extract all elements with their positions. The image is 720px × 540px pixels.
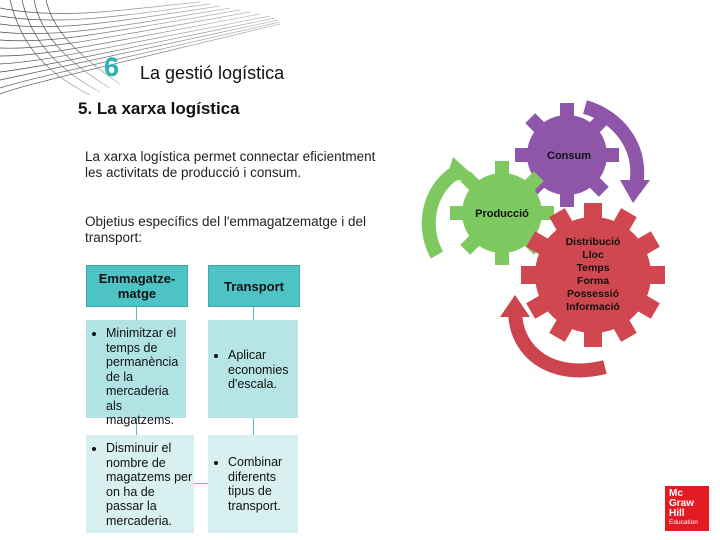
connector-line xyxy=(136,418,137,435)
storage-item-1: Minimitzar el temps de permanència de la… xyxy=(106,326,186,428)
intro-paragraph: La xarxa logística permet connectar efic… xyxy=(85,149,376,180)
distribucio-gear: Distribució Lloc Temps Forma Possessió I… xyxy=(521,203,665,347)
informacio-label: Informació xyxy=(566,301,620,313)
transport-header: Transport xyxy=(208,265,300,307)
transport-item-2: Combinar diferents tipus de transport. xyxy=(228,455,298,513)
connector-line xyxy=(136,305,137,320)
produccio-label: Producció xyxy=(475,208,529,220)
decorative-wave-pattern xyxy=(0,0,280,96)
forma-label: Forma xyxy=(577,275,609,287)
chapter-title: La gestió logística xyxy=(140,63,285,83)
purple-cycle-arrow xyxy=(582,100,645,192)
logistics-cycle-diagram: Consum Producció xyxy=(421,100,665,378)
purple-arrowhead-icon xyxy=(620,180,650,203)
objectives-paragraph: Objetius específics del l'emmagatzematge… xyxy=(85,214,366,245)
section-title: 5. La xarxa logística xyxy=(78,99,240,118)
logo-line1: Mc xyxy=(669,488,683,499)
logo-line4: Education xyxy=(669,519,698,526)
possessio-label: Possessió xyxy=(567,288,619,300)
connector-line xyxy=(194,483,208,484)
temps-label: Temps xyxy=(576,262,609,274)
logo-line2: Graw xyxy=(669,498,695,509)
red-cycle-arrow xyxy=(508,309,607,378)
storage-header-line1: Emmagatze- xyxy=(98,271,176,286)
storage-item-2: Disminuir el nombre de magatzems per on … xyxy=(106,441,194,528)
produccio-gear: Producció xyxy=(450,161,554,265)
storage-objective-2: Disminuir el nombre de magatzems per on … xyxy=(86,435,194,533)
connector-line xyxy=(253,305,254,320)
transport-objective-1: Aplicar economies d'escala. xyxy=(208,320,298,418)
transport-item-1: Aplicar economies d'escala. xyxy=(228,348,298,392)
red-arrowhead-icon xyxy=(500,295,530,317)
consum-label: Consum xyxy=(547,150,591,162)
mcgraw-hill-logo: Mc Graw Hill Education xyxy=(665,486,709,531)
lloc-label: Lloc xyxy=(582,249,604,261)
chapter-number: 6 xyxy=(104,52,120,82)
distribucio-label: Distribució xyxy=(566,236,621,248)
logo-line3: Hill xyxy=(669,508,685,519)
transport-objective-2: Combinar diferents tipus de transport. xyxy=(208,435,298,533)
transport-header-label: Transport xyxy=(224,278,284,294)
storage-header: Emmagatze- matge xyxy=(86,265,188,307)
storage-header-line2: matge xyxy=(117,286,157,301)
connector-line xyxy=(253,418,254,435)
storage-objective-1: Minimitzar el temps de permanència de la… xyxy=(86,320,186,427)
